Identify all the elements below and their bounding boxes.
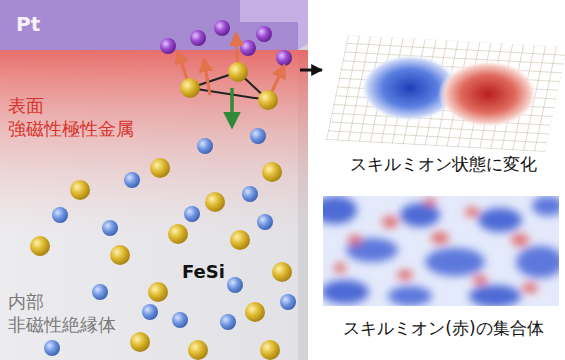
node-label: Pt [16,12,76,38]
red-patch [397,270,413,280]
fe-atom [180,78,200,98]
blue-patch [532,196,559,216]
ensemble-panel: スキルミオン(赤)の集合体 [322,188,565,360]
si-atom [280,294,296,310]
skyrmion-panel: スキルミオン状態に変化 [322,0,565,185]
red-patch [334,263,346,273]
blue-patch [469,285,521,306]
pt-atom [160,38,176,54]
lattice-plane [326,35,565,152]
si-atom [124,172,140,188]
node-label: FeSi [182,260,252,283]
blue-patch [388,286,432,306]
si-atom [220,314,236,330]
fe-atom [168,224,188,244]
blue-patch [323,280,369,304]
map-patches [323,196,559,306]
pt-atom [214,20,230,36]
blue-patch [516,246,559,278]
blue-patch [323,196,357,224]
fe-atom [228,62,248,82]
fe-atom [188,340,208,360]
skyrmion-red [438,60,538,128]
fe-atom [262,162,282,182]
si-atom [92,284,108,300]
si-atom [242,186,258,202]
red-patch [465,207,479,217]
surface-band: 表面 強磁性極性金属 [0,50,300,180]
si-atom [250,128,266,144]
fe-atom [205,192,225,212]
pt-atom [276,50,292,66]
surface-spins [178,34,284,126]
fe-atom [110,245,130,265]
pt-atom [240,40,256,56]
red-patch [431,232,449,244]
node-label: スキルミオン状態に変化 [322,154,565,176]
red-patch [424,198,436,206]
si-atom [52,207,68,223]
si-atom [102,220,118,236]
spin-arrow [204,60,210,95]
red-patch [473,275,487,285]
fe-atom [260,340,280,360]
node-label: 表面 強磁性極性金属 [8,94,158,140]
fe-atom [148,282,168,302]
si-atom [227,277,243,293]
pt-atom [256,26,272,42]
pt-atom [190,30,206,46]
surface-glow [0,50,308,240]
fe-atom [258,90,278,110]
fe-atom [272,262,292,282]
node-label: スキルミオン(赤)の集合体 [322,318,565,340]
skyrmion-picture [326,35,565,152]
blue-patch [400,203,440,227]
si-atom [172,312,188,328]
fe-atom [130,332,150,352]
polar-arrow [230,88,234,126]
si-atom [184,206,200,222]
si-atom [197,138,213,154]
fe-atom [30,236,50,256]
red-patch [348,235,362,245]
red-patch [522,283,538,293]
blue-patch [478,208,522,232]
red-patch [382,216,398,228]
bulk-region: FeSi 内部 非磁性絶縁体 [0,180,298,360]
metal-layer: Pt [0,0,298,50]
si-atom [257,214,273,230]
fe-atom [150,158,170,178]
blue-patch [425,248,485,276]
si-atom [142,304,158,320]
fe-atom [70,180,90,200]
node-note: 内部 非磁性絶縁体 [8,290,140,336]
red-patch [511,234,529,246]
si-atom [44,340,60,356]
fe-atom [230,230,250,250]
fe-atom [245,302,265,322]
skyrmion-map [323,196,559,306]
pointer-arrow [300,69,322,72]
